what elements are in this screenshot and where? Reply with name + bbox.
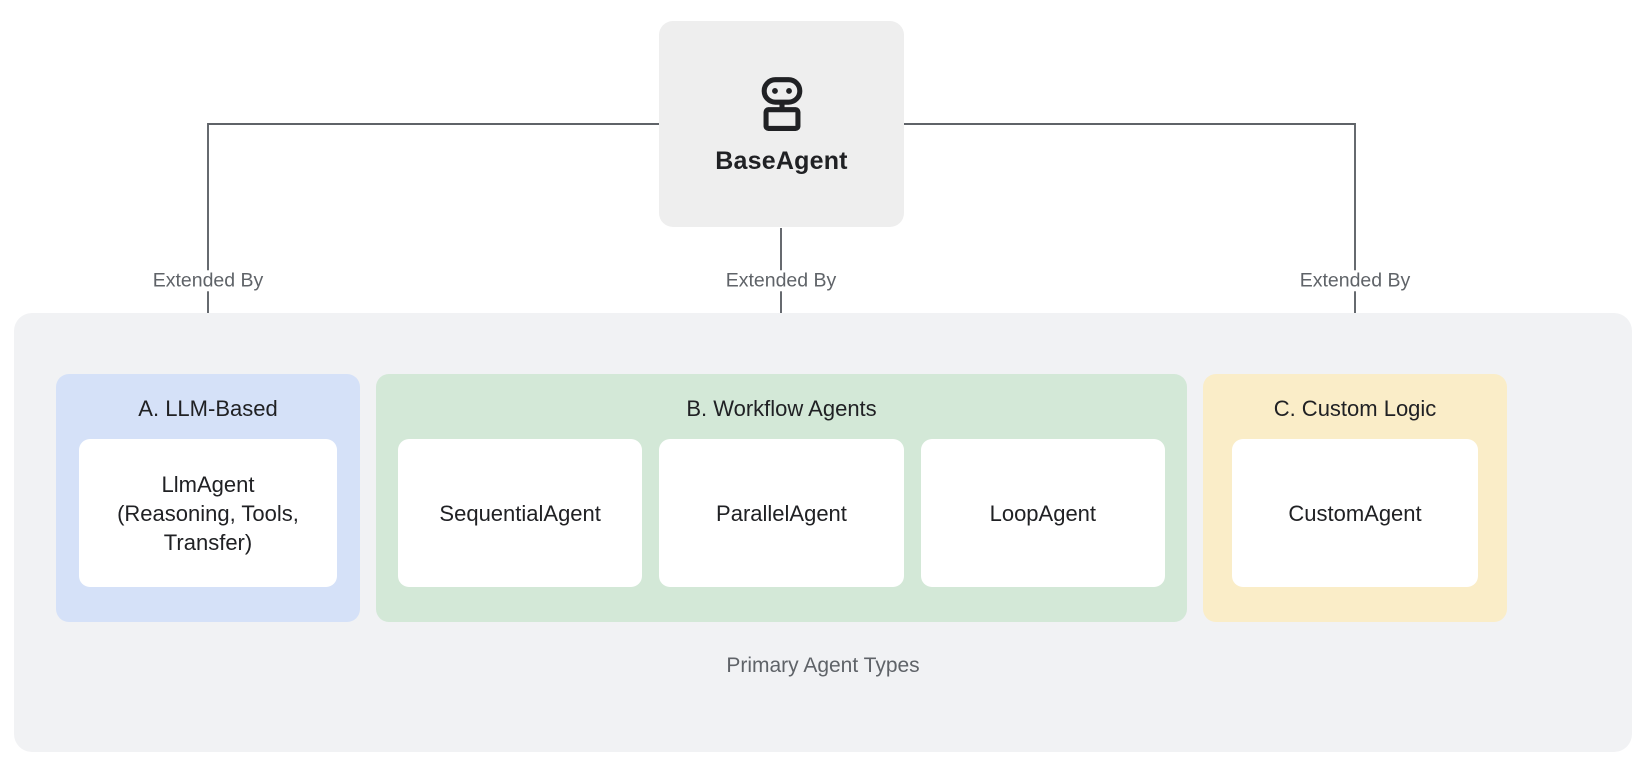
card-loop-agent[interactable]: LoopAgent — [920, 439, 1165, 588]
group-llm-based-cards: LlmAgent (Reasoning, Tools, Transfer) — [56, 439, 360, 609]
card-parallel-agent[interactable]: ParallelAgent — [659, 439, 904, 588]
group-custom-logic-title: C. Custom Logic — [1273, 396, 1437, 421]
edge-label-left: Extended By — [143, 269, 273, 292]
edge-label-right: Extended By — [1290, 269, 1420, 292]
node-base-agent-label: BaseAgent — [715, 146, 848, 175]
group-custom-logic-cards: CustomAgent — [1203, 439, 1507, 609]
panel-caption: Primary Agent Types — [726, 654, 920, 677]
robot-icon — [761, 76, 802, 131]
card-sequential-agent[interactable]: SequentialAgent — [398, 439, 643, 588]
group-llm-based-title: A. LLM-Based — [138, 396, 278, 421]
group-workflow-agents-title: B. Workflow Agents — [686, 396, 877, 421]
group-workflow-agents-cards: SequentialAgent ParallelAgent LoopAgent — [376, 439, 1187, 609]
group-llm-based[interactable]: A. LLM-Based LlmAgent (Reasoning, Tools,… — [56, 374, 360, 622]
group-custom-logic[interactable]: C. Custom Logic CustomAgent — [1203, 374, 1507, 622]
card-llm-agent[interactable]: LlmAgent (Reasoning, Tools, Transfer) — [79, 439, 337, 588]
card-custom-agent[interactable]: CustomAgent — [1232, 439, 1478, 588]
group-workflow-agents[interactable]: B. Workflow Agents SequentialAgent Paral… — [376, 374, 1187, 622]
edge-label-middle: Extended By — [716, 269, 846, 292]
node-base-agent[interactable]: BaseAgent — [659, 21, 904, 227]
